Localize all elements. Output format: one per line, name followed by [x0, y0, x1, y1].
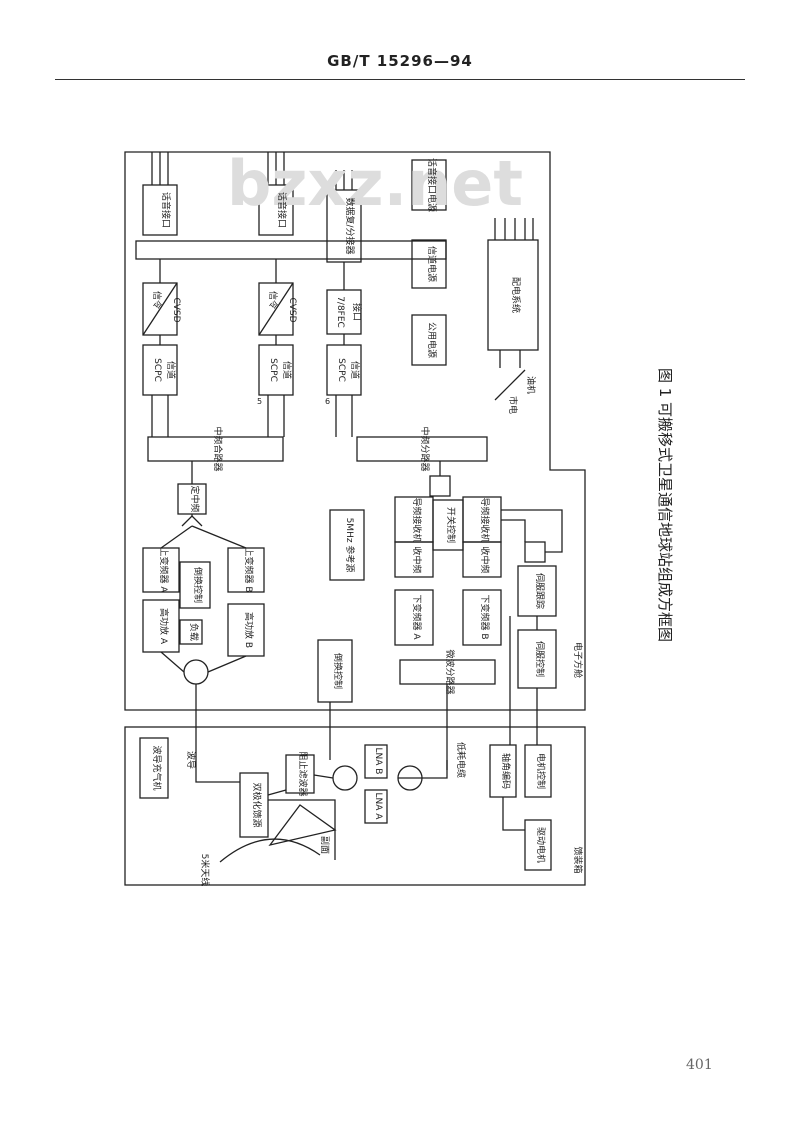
label-ch6: 6: [325, 397, 330, 406]
label-if-combiner: 中频合路器: [212, 426, 224, 471]
label-switch-ctrl-1: 倒换控制: [192, 567, 204, 603]
label-scpc-2: SCPC: [268, 358, 278, 382]
label-waveguide: 波导: [185, 751, 197, 769]
label-beacon-rx-b: 导频接收机: [479, 497, 491, 542]
label-waveguide-inflator: 波导充气机: [151, 745, 163, 790]
label-channel-power: 信道电源: [426, 246, 438, 282]
label-generator: 油机: [525, 376, 537, 394]
label-upconv-a: 上变频器 A: [158, 547, 170, 593]
label-ref-source: 5MHz 参考源: [344, 518, 356, 573]
label-voice-if-2: 话音接口: [276, 192, 288, 228]
label-channel-2: 信道: [281, 361, 293, 379]
label-voice-if-power: 话音接口电源: [426, 158, 438, 212]
header-rule: [55, 79, 745, 80]
label-lna-b: LNA B: [373, 748, 383, 775]
label-downconv-b: 下变频器 B: [479, 594, 491, 639]
label-antenna-box: 馈装箱: [572, 846, 584, 873]
label-mains: 市电: [507, 396, 519, 414]
label-fixed-if: 定中频: [189, 485, 201, 512]
label-switch-ctrl-2: 倒换控制: [332, 653, 344, 689]
standard-code: GB/T 15296—94: [327, 52, 473, 70]
page-number: 401: [686, 1057, 713, 1073]
label-antenna: 5米天线: [199, 854, 211, 887]
label-dual-feed: 双极化馈源: [251, 782, 263, 827]
label-beacon-rx-a: 导频接收机: [411, 497, 423, 542]
label-upconv-b: 上变频器 B: [243, 547, 255, 592]
label-lna-a: LNA A: [373, 793, 383, 821]
label-channel-1: 信道: [165, 361, 177, 379]
label-reject-filter: 阻止滤波器: [297, 751, 309, 796]
label-rx-if-b: 收中频: [479, 546, 491, 573]
label-scpc-3: SCPC: [336, 358, 346, 382]
label-voice-if-1: 话音接口: [160, 192, 172, 228]
label-servo-ctrl: 伺服控制: [534, 641, 546, 677]
antenna-box-outline: [124, 726, 586, 886]
label-hpa-b: 高功放 B: [243, 612, 255, 648]
label-motor-ctrl: 电机控制: [535, 753, 547, 789]
label-signaling-1: 信令: [151, 291, 163, 309]
label-downconv-a: 下变频器 A: [411, 594, 423, 640]
label-power-dist: 配电系统: [510, 277, 522, 313]
label-data-mux: 数据复/分接器: [344, 197, 356, 254]
label-secondary: 副面: [319, 836, 330, 854]
label-signaling-2: 信令: [267, 291, 279, 309]
label-servo-track: 伺服跟踪: [534, 573, 546, 609]
label-electronics-cabinet: 电子方舱: [572, 642, 584, 678]
label-common-power: 公用电源: [426, 322, 438, 358]
label-rx-if-a: 收中频: [411, 546, 423, 573]
label-hpa-a: 高功放 A: [158, 608, 170, 645]
figure-caption: 图 1 可搬移式卫星通信地球站组成方框图: [656, 368, 674, 642]
label-cvsd-1: CVSD: [171, 297, 181, 322]
label-lowloss-cable: 低耗电缆: [455, 742, 467, 778]
cabinet-outline: [124, 151, 586, 711]
label-interface: 接口: [351, 303, 363, 321]
label-fec: 7/8FEC: [335, 296, 345, 328]
label-drive-motor: 驱动电机: [535, 827, 547, 863]
label-angle-encoder: 轴角编码: [500, 753, 512, 789]
label-data-splitter: 微波分路器: [444, 649, 456, 694]
label-cvsd-2: CVSD: [287, 297, 297, 322]
label-load: 负载: [188, 623, 200, 641]
label-channel-3: 信道: [349, 361, 361, 379]
label-switch-control: 开关控制: [445, 507, 457, 543]
label-if-splitter: 中频分路器: [419, 426, 431, 471]
watermark: bzxz.net: [227, 147, 523, 220]
label-scpc-1: SCPC: [152, 358, 162, 382]
label-ch5: 5: [257, 397, 262, 406]
